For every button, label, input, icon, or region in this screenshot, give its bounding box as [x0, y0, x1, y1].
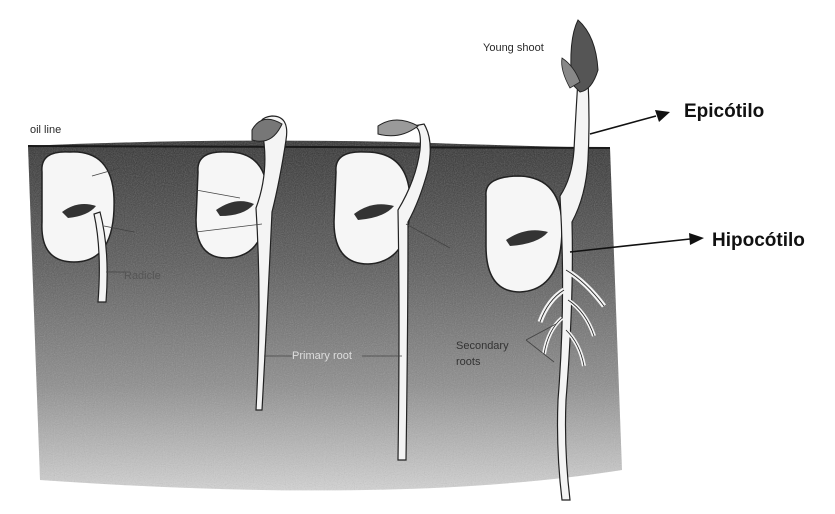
young-shoot-label: Young shoot [483, 42, 544, 54]
radicle-label: Radicle [124, 270, 161, 282]
primary-root-label: Primary root [292, 350, 352, 362]
secondary-roots-label-line2: roots [456, 356, 480, 368]
epicotilo-arrow [590, 110, 670, 134]
soil-line-label: oil line [30, 124, 61, 136]
secondary-roots-label-line1: Secondary [456, 340, 509, 352]
hipocotilo-label: Hipocótilo [712, 230, 805, 252]
epicotilo-label: Epicótilo [684, 101, 764, 123]
